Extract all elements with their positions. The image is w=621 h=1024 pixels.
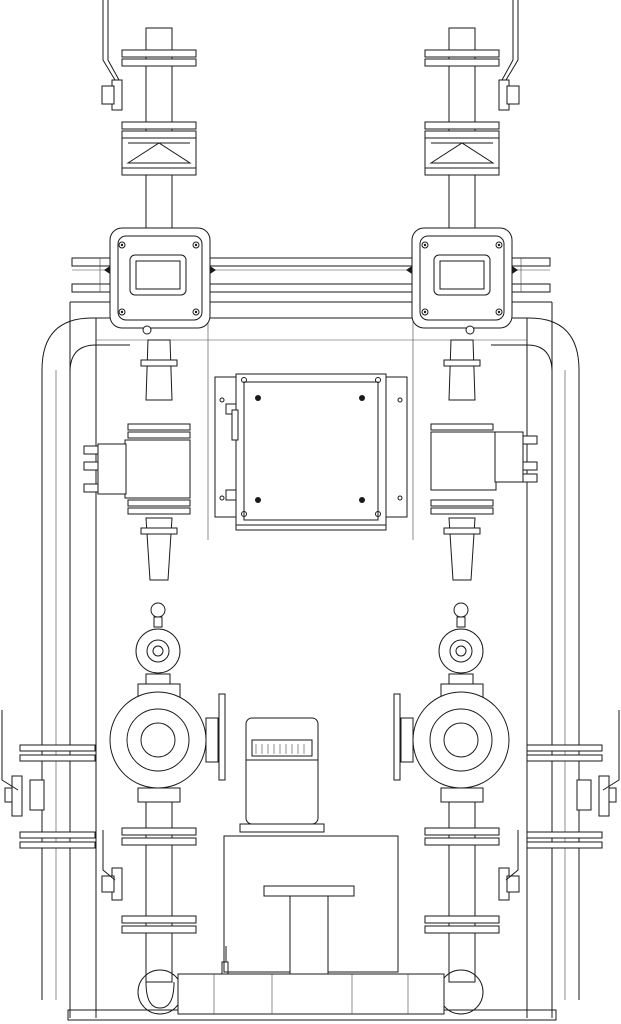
right-circulation-pump	[394, 684, 509, 802]
left-strainer	[122, 138, 196, 175]
right-side-gate-valve	[527, 710, 619, 848]
center-motor	[240, 718, 324, 832]
right-return-pipe	[491, 318, 579, 1000]
left-flow-meter	[84, 340, 190, 580]
left-side-gate-valve	[2, 710, 95, 848]
right-actuator-valve	[406, 228, 518, 334]
left-inlet-gate-valve	[102, 0, 196, 228]
left-outlet-gate-valve	[102, 802, 196, 1014]
right-inlet-gate-valve	[425, 0, 519, 228]
right-pressure-gauge	[439, 603, 483, 684]
left-circulation-pump	[110, 684, 225, 802]
left-actuator-valve	[104, 228, 216, 334]
left-pressure-gauge	[136, 603, 180, 684]
right-flow-meter	[431, 340, 537, 580]
tank	[178, 836, 444, 1014]
right-outlet-gate-valve	[425, 802, 519, 1014]
left-return-pipe	[42, 318, 130, 1000]
right-strainer	[425, 138, 499, 175]
control-cabinet	[215, 374, 407, 530]
